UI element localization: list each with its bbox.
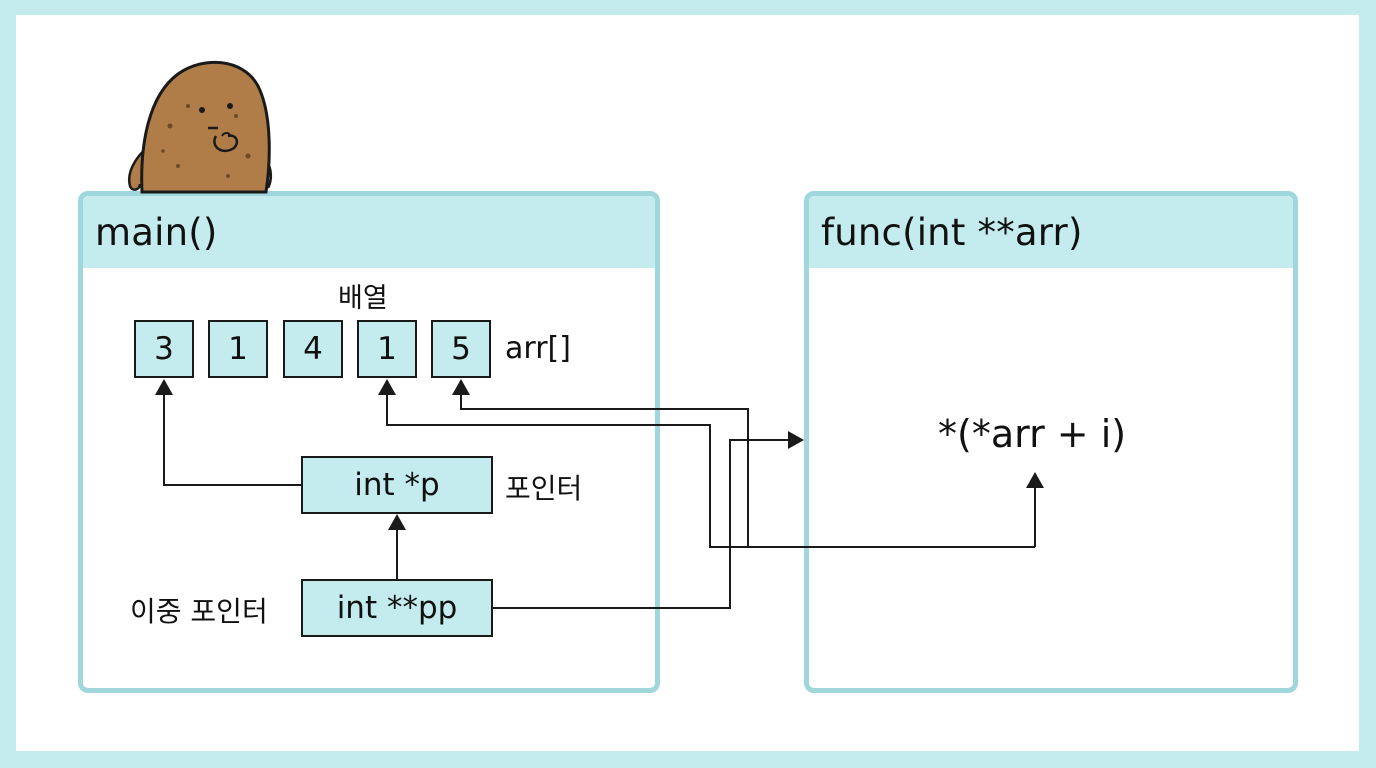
array-cell-3: 1 — [357, 320, 417, 378]
func-panel-title: func(int **arr) — [809, 196, 1293, 268]
array-heading: 배열 — [338, 283, 388, 314]
dereference-expression: *(*arr + i) — [938, 412, 1127, 456]
pointer-box: int *p — [301, 456, 493, 514]
array-cell-0: 3 — [134, 320, 194, 378]
main-panel-title: main() — [83, 196, 655, 268]
pointer-label: 포인터 — [505, 472, 583, 505]
double-pointer-box: int **pp — [301, 579, 493, 637]
array-cell-2: 4 — [283, 320, 343, 378]
potato-mascot-icon — [127, 60, 272, 194]
double-pointer-label: 이중 포인터 — [130, 595, 268, 628]
array-cell-4: 5 — [431, 320, 491, 378]
array-name-label: arr[] — [505, 331, 571, 366]
array-cell-1: 1 — [208, 320, 268, 378]
